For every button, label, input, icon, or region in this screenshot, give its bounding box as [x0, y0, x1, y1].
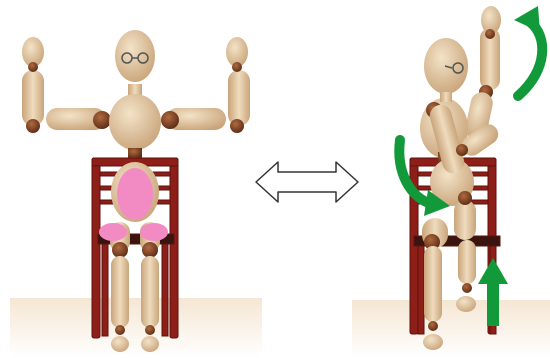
arm-raise-curve-arrow [514, 6, 542, 96]
right-figure [352, 6, 550, 358]
floor-right [352, 300, 550, 358]
right-figure-head [424, 38, 468, 102]
left-figure-head [115, 30, 155, 82]
right-figure-raised-arm [463, 6, 501, 142]
double-headed-arrow-icon [256, 162, 358, 202]
right-thigh-highlight [140, 223, 168, 241]
abdomen-highlight [117, 168, 153, 220]
left-figure [10, 30, 262, 358]
left-thigh-highlight [99, 223, 127, 241]
floor-left [10, 298, 262, 358]
